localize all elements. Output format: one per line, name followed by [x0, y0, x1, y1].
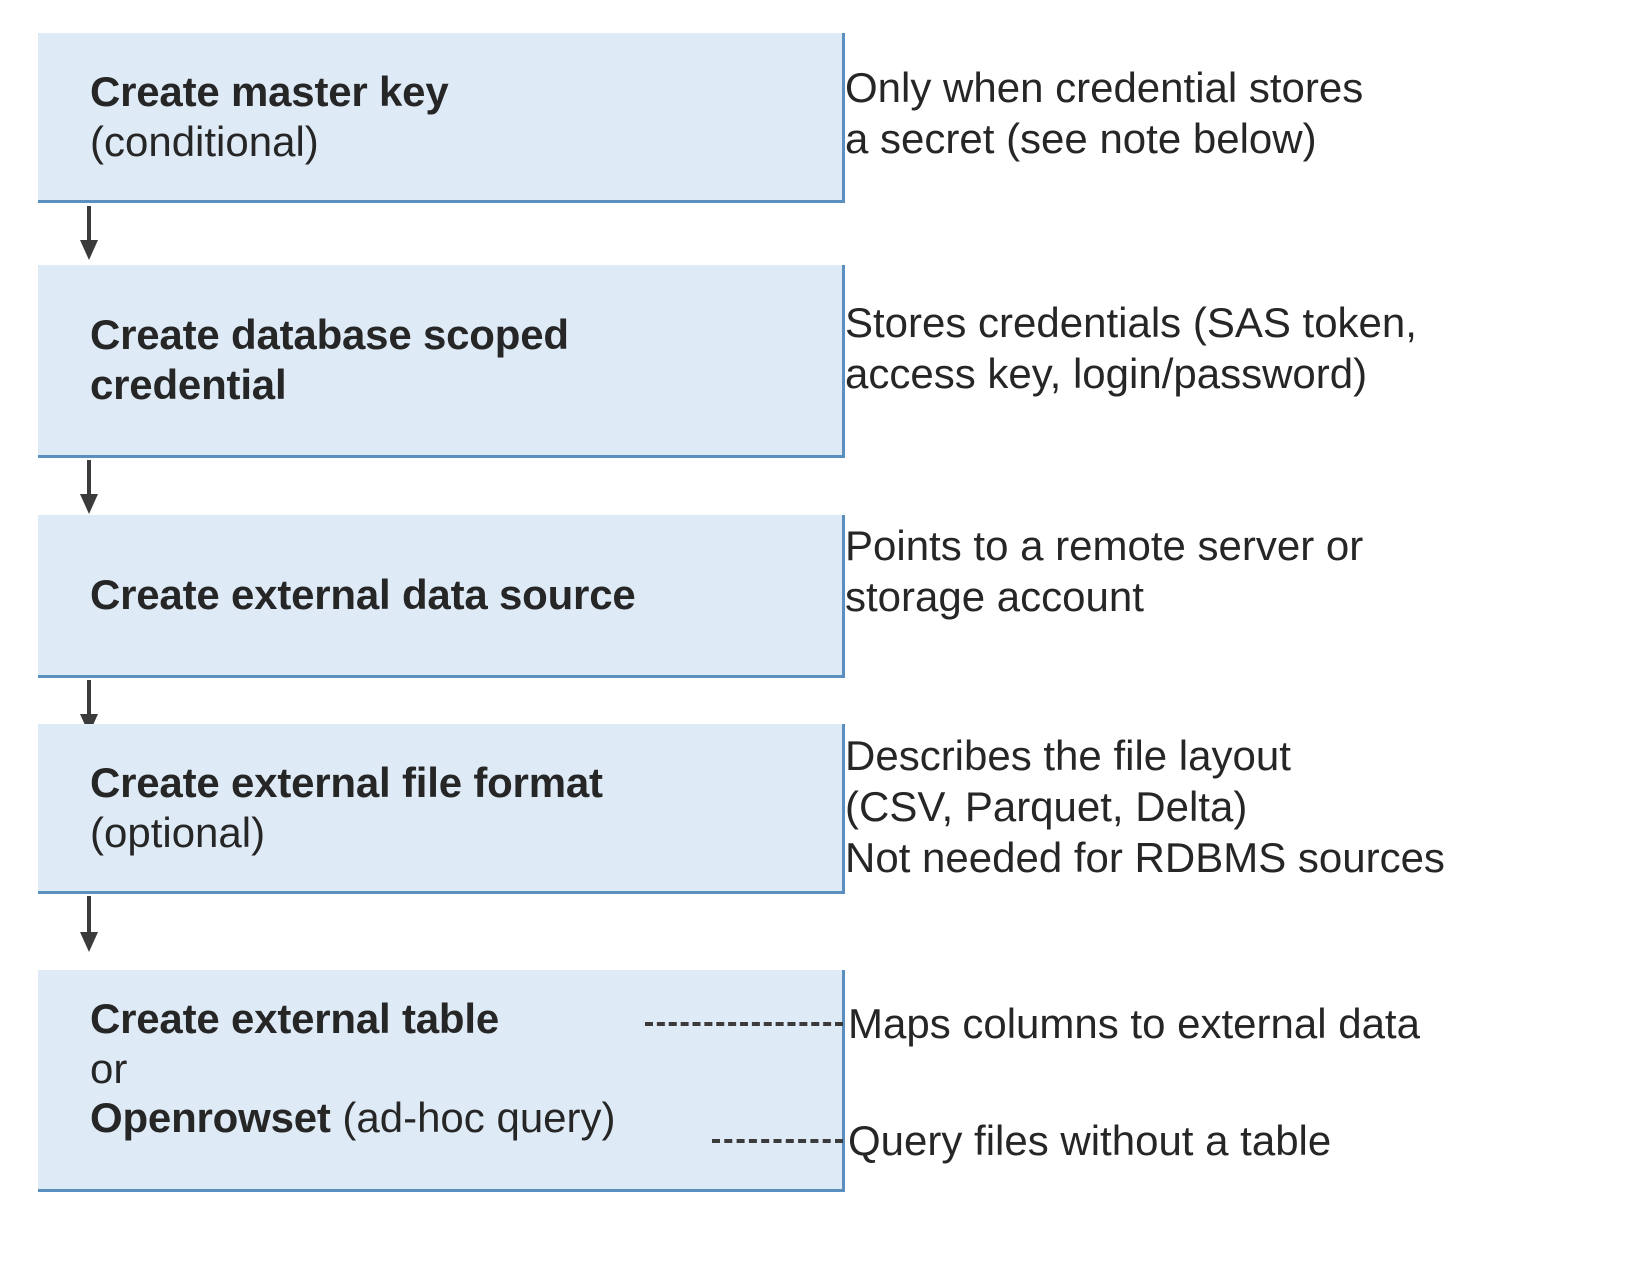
final-step-or-label: or [90, 1044, 128, 1092]
step-subtitle: (optional) [90, 808, 266, 856]
step-subtitle: (conditional) [90, 117, 319, 165]
step-box-text: Create master key (conditional) [38, 67, 842, 166]
step-box-create-external-file-format[interactable]: Create external file format (optional) [38, 724, 845, 894]
annotation-create-external-data-source: Points to a remote server or storage acc… [845, 522, 1364, 621]
annotation-openrowset: Query files without a table [848, 1117, 1332, 1164]
step-title: Create master key [90, 67, 449, 115]
final-step-title-external-table: Create external table [90, 995, 499, 1042]
flow-arrow-1-icon [80, 206, 98, 260]
dashed-connector-external-table [645, 1022, 843, 1026]
flow-arrow-2-icon [80, 460, 98, 514]
step-box-create-master-key[interactable]: Create master key (conditional) [38, 33, 845, 203]
step-box-text: Create database scoped credential [38, 310, 842, 409]
step-box-create-external-data-source[interactable]: Create external data source [38, 515, 845, 678]
annotation-create-master-key: Only when credential stores a secret (se… [845, 64, 1364, 163]
annotation-create-external-table: Maps columns to external data [848, 1000, 1420, 1047]
step-box-create-database-scoped-credential[interactable]: Create database scoped credential [38, 265, 845, 458]
dashed-connector-openrowset [712, 1139, 843, 1143]
step-box-text: Create external table or Openrowset (ad-… [38, 970, 842, 1143]
step-title: Create database scoped credential [90, 311, 569, 408]
flow-arrow-4-icon [80, 896, 98, 952]
step-box-text: Create external file format (optional) [38, 758, 842, 857]
final-step-openrowset-row: Openrowset (ad-hoc query) [90, 1093, 828, 1143]
annotation-create-database-scoped-credential: Stores credentials (SAS token, access ke… [845, 299, 1417, 398]
annotation-create-external-file-format: Describes the file layout (CSV, Parquet,… [845, 732, 1445, 882]
step-box-text: Create external data source [38, 570, 842, 620]
step-box-create-external-table-or-openrowset[interactable]: Create external table or Openrowset (ad-… [38, 970, 845, 1192]
final-step-title-openrowset: Openrowset [90, 1094, 331, 1142]
step-title: Create external file format [90, 758, 603, 806]
step-title: Create external data source [90, 571, 636, 619]
final-step-openrowset-suffix: (ad-hoc query) [330, 1094, 616, 1142]
